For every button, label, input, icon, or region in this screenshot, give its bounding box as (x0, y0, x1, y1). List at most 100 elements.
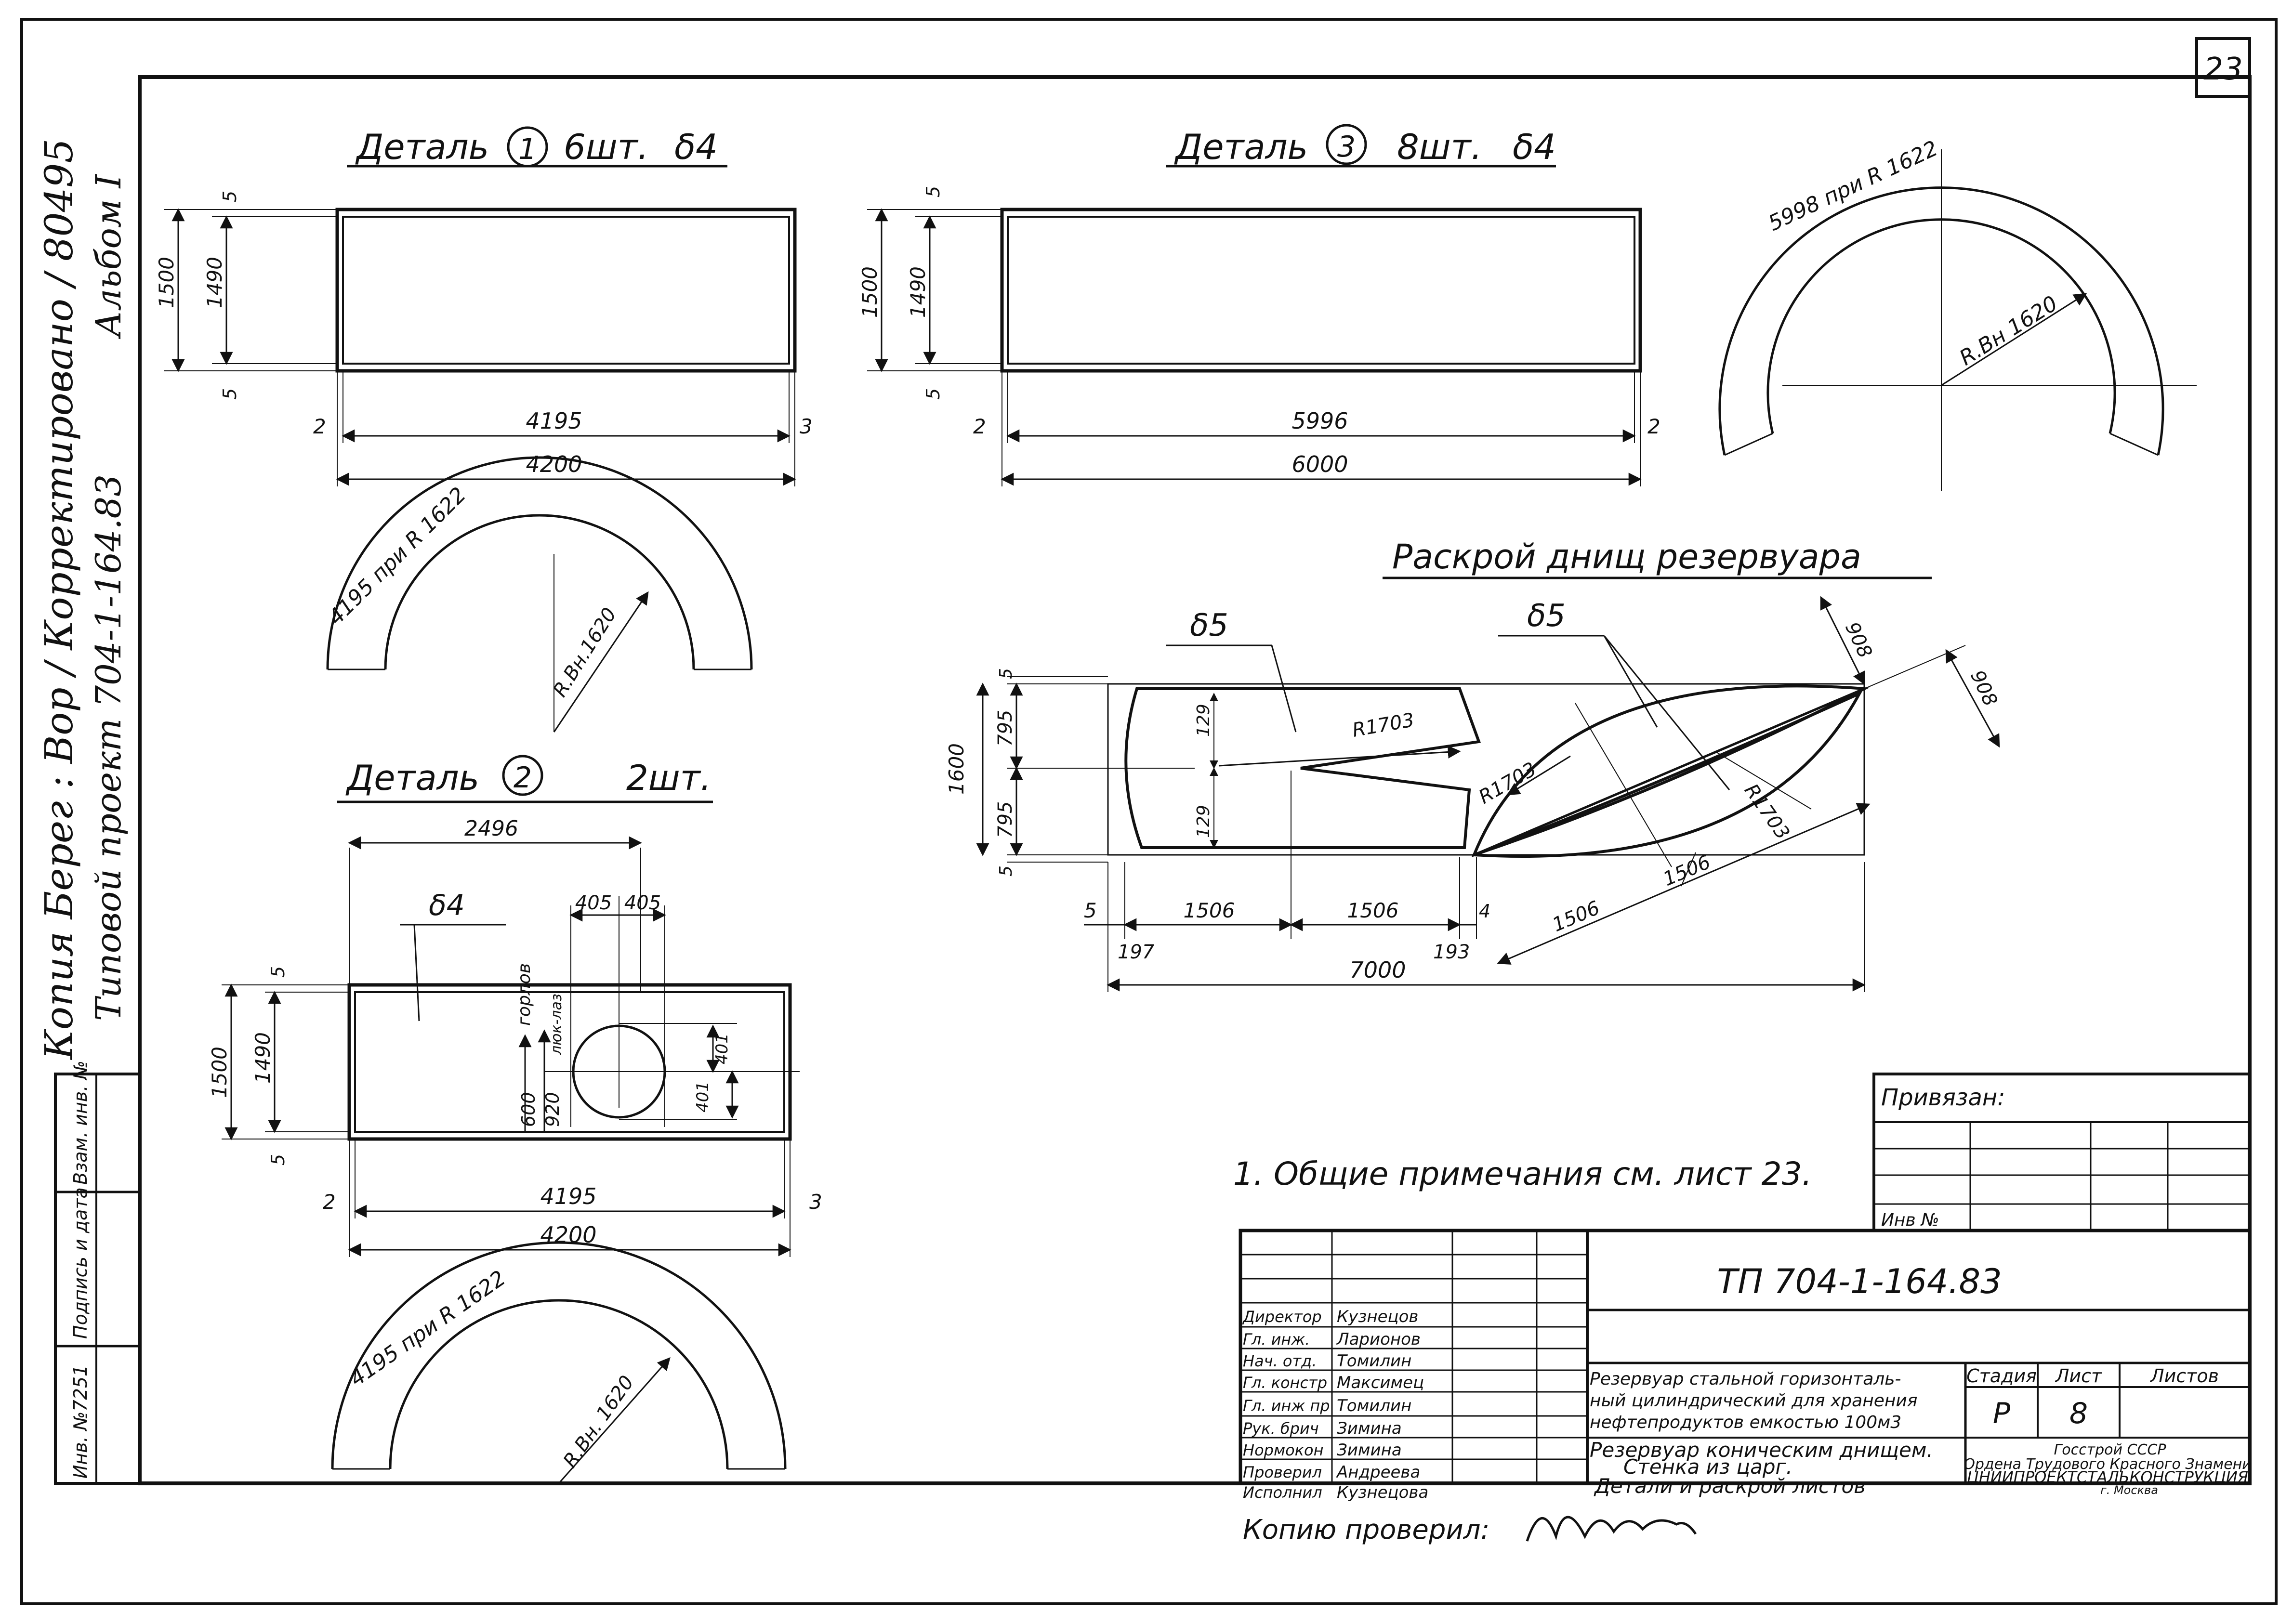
desc-line-6: Детали и раскрой листов (1594, 1474, 1866, 1498)
d3-gap-top: 5 (922, 186, 944, 197)
stamp-col-3: Инв. №7251 (70, 1365, 91, 1479)
d3-gap-bot: 5 (922, 388, 944, 400)
general-note: 1. Общие примечания см. лист 23. (1233, 1155, 1812, 1192)
cut-w1506d: 1506 (1660, 851, 1714, 891)
d2-d600: 600 (518, 1092, 539, 1127)
detail1-qty: 6шт. (564, 127, 649, 167)
desc-line-5: Стенка из царг. (1623, 1455, 1792, 1479)
drawing-frame (138, 75, 2252, 1485)
d1-w-outer: 4200 (526, 451, 582, 477)
privyazan-block: Привязан: Инв № (1872, 1073, 2251, 1232)
stage-value: Р (1993, 1397, 2011, 1430)
cut-w193: 193 (1433, 941, 1470, 963)
cut-top5: 5 (996, 668, 1016, 679)
detail-1: Деталь 1 6шт. δ4 1500 1490 5 5 4195 4200… (155, 126, 813, 733)
d2-w-top: 2496 (464, 816, 518, 841)
cutting-thk-left: δ5 (1190, 608, 1228, 643)
role-6: Нормокон (1243, 1441, 1324, 1459)
cutting-thk-right: δ5 (1527, 598, 1566, 634)
sheet-number: 23 (2203, 52, 2242, 87)
detail2-qty: 2шт. (626, 758, 712, 798)
name-8: Кузнецова (1337, 1483, 1428, 1502)
cut-w1506b: 1506 (1347, 899, 1399, 922)
desc-line-2: ный цилиндрический для хранения (1590, 1391, 1917, 1411)
d3-left: 2 (973, 415, 986, 438)
org-line-4: г. Москва (2100, 1483, 2158, 1497)
d2-hole-label: горлов (514, 963, 534, 1026)
d1-gap-bot: 5 (219, 388, 240, 400)
name-3: Максимец (1337, 1373, 1424, 1392)
role-8: Исполнил (1243, 1483, 1322, 1502)
d3-h-inner: 1490 (906, 266, 930, 318)
sheet-number-box (2195, 37, 2251, 98)
cut-d908a: 908 (1841, 619, 1876, 662)
d2-left: 2 (323, 1190, 336, 1214)
detail-2: Деталь 2 2шт. 2496 δ4 405 405 401 401 го… (208, 755, 822, 1484)
d2-hole-l: 405 (575, 892, 612, 914)
name-2: Томилин (1337, 1351, 1411, 1371)
role-0: Директор (1242, 1308, 1322, 1326)
org-line-2: Ордена Трудового Красного Знамени (1964, 1456, 2252, 1473)
d3-w-outer: 6000 (1291, 451, 1348, 477)
d2-h-inner: 1490 (251, 1032, 275, 1084)
signature-scribble (1526, 1516, 1697, 1542)
d2-w-inner: 4195 (540, 1183, 596, 1209)
margin-project: Типовой проект 704-1-164.83 (88, 474, 129, 1021)
title-block: Директор Кузнецов Гл. инж. Ларионов Нач.… (1239, 1229, 2252, 1502)
d2-r401a: 401 (712, 1033, 732, 1064)
detail2-title: Деталь (345, 758, 479, 798)
d2-right: 3 (809, 1190, 822, 1214)
stage-header: Стадия (1966, 1365, 2037, 1387)
name-1: Ларионов (1336, 1330, 1421, 1349)
cut-total: 7000 (1349, 957, 1406, 983)
name-7: Андреева (1336, 1463, 1420, 1482)
role-4: Гл. инж пр (1243, 1397, 1330, 1415)
margin-album: Альбом I (88, 174, 129, 340)
cut-w4: 4 (1479, 901, 1490, 922)
d2-d920: 920 (542, 1092, 563, 1127)
role-1: Гл. инж. (1243, 1330, 1310, 1349)
cut-left5: 5 (1084, 899, 1097, 922)
outer-border (20, 18, 2278, 1605)
d2-r401b: 401 (693, 1081, 712, 1113)
cut-r1703b: R1703 (1475, 758, 1540, 809)
privyazan-label: Привязан: (1881, 1084, 2005, 1111)
left-stamp: Взам. инв. № Подпись и дата Инв. №7251 (54, 1061, 141, 1485)
cut-r1703c: R1703 (1740, 780, 1794, 844)
desc-line-1: Резервуар стальной горизонталь- (1590, 1369, 1901, 1389)
d2-gap-top: 5 (267, 966, 289, 978)
sheet-value: 8 (2069, 1397, 2088, 1430)
stamp-col-1: Взам. инв. № (70, 1061, 91, 1185)
name-0: Кузнецов (1337, 1307, 1418, 1326)
d1-right: 3 (800, 415, 813, 438)
cut-r1703a: R1703 (1351, 709, 1416, 742)
d1-h-inner: 1490 (203, 257, 226, 308)
project-code: ТП 704-1-164.83 (1717, 1262, 2002, 1301)
d2-h-outer: 1500 (208, 1047, 231, 1098)
d3-w-inner: 5996 (1291, 408, 1348, 434)
cut-h1600: 1600 (945, 743, 968, 795)
detail2-num: 2 (514, 761, 532, 795)
name-5: Зимина (1337, 1419, 1402, 1438)
cutting-layout: Раскрой днищ резервуара δ5 δ5 1600 795 7… (945, 537, 2002, 992)
role-7: Проверил (1243, 1463, 1322, 1481)
d1-left: 2 (313, 415, 326, 438)
cut-w197: 197 (1118, 941, 1155, 963)
d2-hole-r: 405 (624, 892, 661, 914)
stamp-col-2: Подпись и дата (70, 1187, 91, 1339)
detail1-num: 1 (518, 132, 537, 166)
cut-h795b: 795 (994, 801, 1016, 838)
d3-h-outer: 1500 (858, 266, 882, 318)
org-line-3: ЦНИИПРОЕКТСТАЛЬКОНСТРУКЦИЯ (1967, 1468, 2248, 1486)
role-2: Нач. отд. (1243, 1352, 1317, 1370)
signature-rows: Директор Кузнецов Гл. инж. Ларионов Нач.… (1242, 1307, 1428, 1502)
d2-thk: δ4 (429, 889, 465, 922)
name-4: Томилин (1337, 1396, 1411, 1415)
detail-3: Деталь 3 8шт. δ4 1500 1490 5 5 5996 6000… (858, 124, 2197, 491)
sheets-header: Листов (2149, 1365, 2219, 1387)
cut-bot5: 5 (996, 865, 1016, 877)
copy-checked: Копию проверил: (1243, 1514, 1489, 1545)
margin-copy-note: Копия Берег : Вор / Корректировано / 804… (37, 139, 81, 1061)
d2-hole-size: люк-лаз (548, 994, 565, 1055)
